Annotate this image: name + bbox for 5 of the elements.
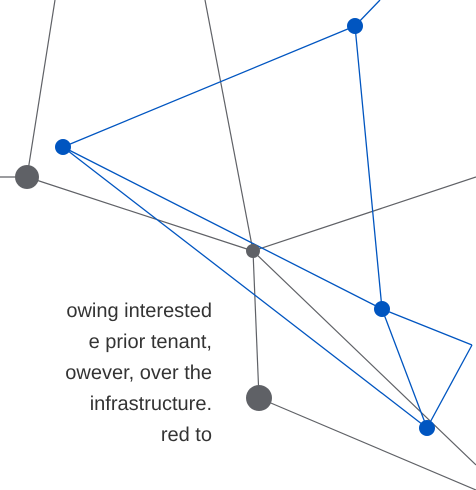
- paragraph-text-line: owever, over the: [65, 361, 212, 386]
- paragraph-text-line: e prior tenant,: [88, 330, 212, 355]
- paragraph-text-line: red to: [160, 423, 212, 448]
- paragraph-text-line: infrastructure.: [90, 392, 212, 417]
- paragraph-text-line: owing interested: [66, 299, 212, 324]
